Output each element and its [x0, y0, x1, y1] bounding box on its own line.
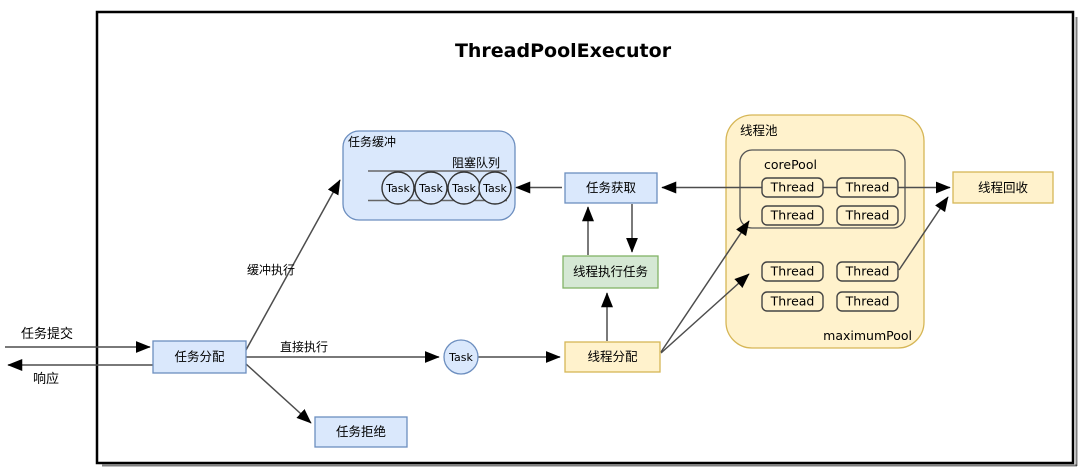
thread-node [836, 291, 899, 312]
page-title: ThreadPoolExecutor [455, 40, 672, 62]
thread-label: Thread [770, 180, 815, 195]
edge-task-reject [245, 363, 312, 424]
diagram-frame [95, 10, 1075, 465]
thread-node [761, 261, 824, 282]
thread-node [836, 205, 899, 226]
task-fetch-label: 任务获取 [586, 180, 637, 195]
queue-task-label: Task [418, 182, 443, 195]
thread-dispatch-node [564, 341, 661, 373]
thread-execute-node [562, 255, 659, 289]
task-circle-label: Task [448, 351, 473, 364]
core-pool-label: corePool [764, 157, 817, 172]
thread-execute-label: 线程执行任务 [573, 264, 648, 279]
thread-dispatch-label: 线程分配 [587, 349, 638, 364]
thread-label: Thread [770, 208, 815, 223]
queue-task-label: Task [482, 182, 507, 195]
queue-task-circle [381, 171, 415, 205]
thread-node [836, 177, 899, 198]
queue-task-circle [414, 171, 448, 205]
core-pool-threads: Thread Thread Thread Thread [761, 177, 899, 226]
maximum-pool-label: maximumPool [823, 328, 912, 343]
thread-pool-label: 线程池 [740, 123, 778, 138]
task-fetch-node [564, 172, 658, 204]
core-pool-container [739, 149, 906, 229]
task-submit-label: 任务提交 [21, 326, 73, 342]
task-reject-label: 任务拒绝 [336, 424, 386, 439]
thread-node [761, 177, 824, 198]
thread-label: Thread [845, 180, 890, 195]
thread-node [761, 291, 824, 312]
thread-recycle-label: 线程回收 [978, 180, 1029, 195]
task-dispatch-node [152, 340, 247, 374]
direct-execute-label: 直接执行 [280, 339, 328, 354]
queue-task-label: Task [385, 182, 410, 195]
thread-node [836, 261, 899, 282]
task-buffer-label: 任务缓冲 [348, 134, 396, 149]
task-dispatch-label: 任务分配 [174, 349, 225, 364]
thread-label: Thread [770, 294, 815, 309]
task-circle [443, 339, 479, 375]
queue-task-circle [478, 171, 512, 205]
thread-recycle-node [952, 171, 1054, 204]
buffer-execute-label: 缓冲执行 [247, 262, 295, 277]
thread-node [761, 205, 824, 226]
blocking-queue-label: 阻塞队列 [452, 155, 500, 170]
thread-label: Thread [845, 208, 890, 223]
blocking-queue-tasks: Task Task Task Task [381, 171, 512, 205]
thread-label: Thread [845, 294, 890, 309]
thread-label: Thread [845, 264, 890, 279]
edge-max-thread-to-recycle [898, 196, 949, 271]
task-reject-node [314, 416, 408, 448]
queue-task-label: Task [451, 182, 476, 195]
edge-buffer-execute [245, 179, 341, 351]
maximum-pool-threads: Thread Thread Thread Thread [761, 261, 899, 312]
edge-dispatch-to-core-thread [660, 220, 750, 353]
response-label: 响应 [33, 371, 59, 387]
edge-dispatch-to-max-thread [660, 273, 750, 354]
thread-label: Thread [770, 264, 815, 279]
